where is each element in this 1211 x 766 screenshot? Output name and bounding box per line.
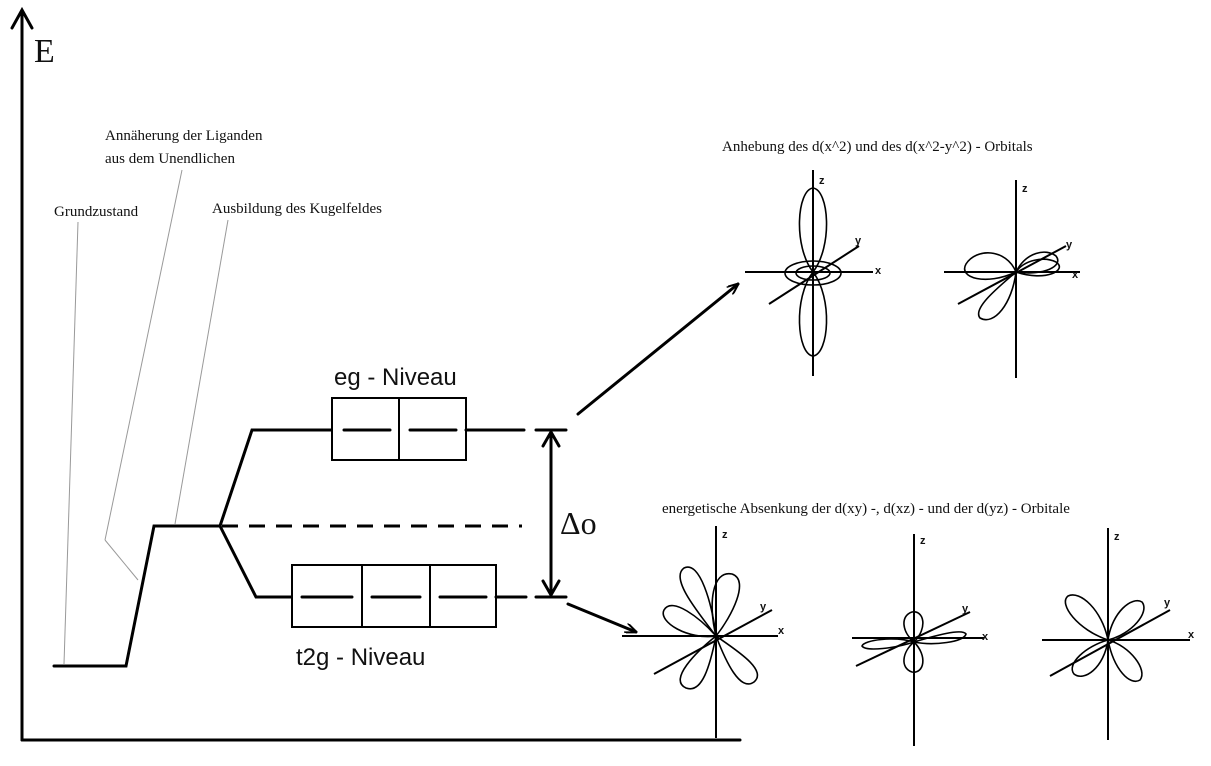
- svg-text:z: z: [1022, 183, 1028, 195]
- svg-text:y: y: [962, 603, 969, 615]
- arrow-to-eg-orbitals: [578, 284, 738, 414]
- svg-text:z: z: [722, 529, 728, 541]
- approach-leader-a: [105, 170, 182, 540]
- approach-leader-b: [105, 540, 138, 580]
- svg-text:x: x: [1072, 269, 1079, 281]
- eg-orbitals-caption: Anhebung des d(x^2) und des d(x^2-y^2) -…: [722, 139, 1033, 155]
- approach-label-line1: Annäherung der Liganden: [105, 128, 263, 144]
- orbital-dx2-y2: z y x: [944, 180, 1080, 378]
- spherical-field-label: Ausbildung des Kugelfeldes: [212, 201, 382, 217]
- delta-o-label: Δo: [560, 505, 597, 541]
- spherical-field-leader: [175, 220, 228, 524]
- orbital-dxz: z y x: [852, 534, 989, 746]
- eg-level-label: eg - Niveau: [334, 364, 457, 391]
- ground-to-sphere-path: [54, 526, 220, 666]
- svg-text:y: y: [760, 601, 767, 613]
- t2g-level-label: t2g - Niveau: [296, 644, 425, 671]
- svg-text:y: y: [1164, 597, 1171, 609]
- t2g-branch: [220, 526, 292, 597]
- svg-text:x: x: [982, 631, 989, 643]
- t2g-orbitals-caption: energetische Absenkung der d(xy) -, d(xz…: [662, 501, 1070, 517]
- svg-text:y: y: [1066, 239, 1073, 251]
- svg-text:y: y: [855, 235, 862, 247]
- svg-text:z: z: [920, 535, 926, 547]
- energy-level-path: [54, 430, 522, 666]
- svg-text:x: x: [778, 625, 785, 637]
- svg-text:x: x: [875, 265, 882, 277]
- orbital-dyz: z y x: [1042, 528, 1195, 740]
- ground-state-label: Grundzustand: [54, 204, 139, 220]
- energy-axis-label: E: [34, 33, 55, 70]
- eg-branch: [220, 430, 332, 526]
- svg-text:z: z: [819, 175, 825, 187]
- eg-level: eg - Niveau: [332, 364, 524, 460]
- ground-state-leader: [64, 222, 78, 664]
- delta-o-indicator: Δo: [536, 430, 597, 597]
- arrow-to-t2g-orbitals: [568, 604, 636, 632]
- orbital-dxy: z y x: [622, 526, 785, 738]
- t2g-level: t2g - Niveau: [292, 565, 526, 671]
- svg-text:x: x: [1188, 629, 1195, 641]
- approach-label-line2: aus dem Unendlichen: [105, 151, 235, 167]
- svg-text:z: z: [1114, 531, 1120, 543]
- orbital-dz2: z y x: [745, 170, 882, 376]
